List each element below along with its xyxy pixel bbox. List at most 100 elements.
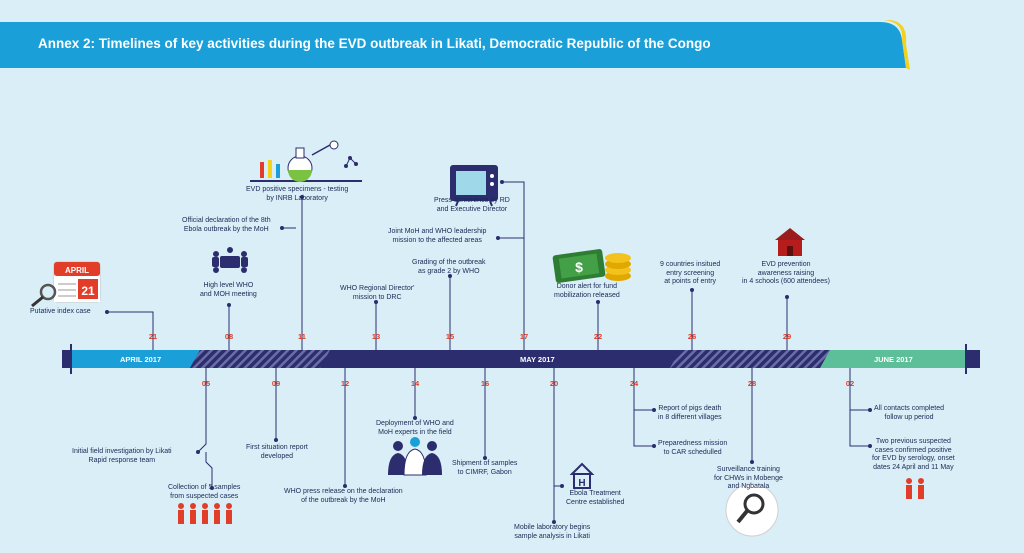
day-label: 05 bbox=[201, 379, 211, 388]
month-april: APRIL 2017 bbox=[120, 355, 162, 364]
dot bbox=[274, 438, 278, 442]
dot bbox=[300, 195, 304, 199]
people-icon bbox=[178, 503, 232, 524]
event-label: High level WHO and MOH meeting bbox=[200, 282, 257, 298]
day-label: 09 bbox=[271, 379, 281, 388]
day-label: 02 bbox=[845, 379, 855, 388]
svg-text:$: $ bbox=[575, 259, 583, 275]
event-label: Ebola Treatment Centre established bbox=[566, 490, 625, 506]
dot bbox=[343, 484, 347, 488]
header-shape bbox=[0, 20, 910, 70]
day-label: 29 bbox=[782, 332, 792, 341]
connector-17b bbox=[502, 181, 525, 350]
money-icon: $ bbox=[552, 249, 631, 283]
calendar-day: 21 bbox=[81, 284, 95, 298]
connector-02a bbox=[849, 368, 870, 411]
event-label: Joint MoH and WHO leadership mission to … bbox=[388, 228, 487, 244]
timeline-right-cap bbox=[966, 350, 980, 368]
day-label: 20 bbox=[549, 379, 559, 388]
dot bbox=[500, 180, 504, 184]
dot bbox=[750, 460, 754, 464]
people-icon-2 bbox=[906, 478, 924, 499]
day-label: 08 bbox=[224, 332, 234, 341]
day-label: 17 bbox=[519, 332, 529, 341]
hatched-segment-1 bbox=[190, 350, 330, 368]
connector-05a bbox=[197, 368, 207, 453]
april-segment bbox=[70, 350, 200, 368]
day-label: 28 bbox=[747, 379, 757, 388]
dot bbox=[652, 408, 656, 412]
dot bbox=[210, 486, 214, 490]
school-icon bbox=[775, 228, 805, 256]
event-label: WHO press release on the declaration of … bbox=[284, 488, 403, 504]
event-label: Preparedness mission to CAR schedulled bbox=[658, 440, 728, 456]
event-label: Official declaration of the 8th Ebola ou… bbox=[182, 217, 271, 233]
day-label: 21 bbox=[148, 332, 158, 341]
day-label: 15 bbox=[445, 332, 455, 341]
dot bbox=[690, 288, 694, 292]
event-label: First situation report developed bbox=[246, 444, 308, 460]
event-label: WHO Regional Director' mission to DRC bbox=[340, 285, 415, 301]
dot bbox=[374, 300, 378, 304]
calendar-month: APRIL bbox=[65, 266, 89, 275]
calendar-icon bbox=[31, 261, 101, 308]
day-label: 26 bbox=[687, 332, 697, 341]
event-label: Two previous suspected cases confirmed p… bbox=[872, 438, 955, 471]
dot bbox=[227, 303, 231, 307]
laboratory-icon bbox=[250, 140, 362, 182]
event-label: Surveillance training for CHWs in Mobeng… bbox=[714, 466, 783, 490]
hospital-icon: H bbox=[569, 462, 595, 489]
event-label: EVD prevention awareness raising in 4 sc… bbox=[742, 261, 830, 285]
magnifier-icon bbox=[725, 483, 779, 537]
dot bbox=[596, 300, 600, 304]
dot bbox=[785, 295, 789, 299]
event-label: EVD positive specimens - testing by INRB… bbox=[246, 186, 349, 202]
day-label: 16 bbox=[480, 379, 490, 388]
event-label: Putative index case bbox=[30, 308, 91, 315]
connector-24a bbox=[633, 368, 654, 411]
connector-lines bbox=[107, 181, 870, 522]
event-label: Grading of the outbreak as grade 2 by WH… bbox=[412, 259, 486, 275]
event-label: Initial field investigation by Likati Ra… bbox=[72, 448, 172, 464]
month-june: JUNE 2017 bbox=[874, 355, 913, 364]
header-band bbox=[0, 22, 906, 68]
dot bbox=[652, 444, 656, 448]
day-label: 22 bbox=[593, 332, 603, 341]
dot bbox=[868, 444, 872, 448]
dot bbox=[496, 236, 500, 240]
connector-02b bbox=[849, 410, 870, 447]
header-banner: Annex 2: Timelines of key activities dur… bbox=[0, 0, 1024, 90]
svg-text:H: H bbox=[578, 478, 585, 489]
event-label: Deployment of WHO and MoH experts in the… bbox=[376, 420, 454, 436]
dot bbox=[560, 484, 564, 488]
hatched-segment-2 bbox=[670, 350, 830, 368]
day-label: 13 bbox=[371, 332, 381, 341]
timeline-left-cap bbox=[62, 350, 70, 368]
event-label: Mobile laboratory begins sample analysis… bbox=[514, 524, 591, 540]
timeline-bar bbox=[62, 344, 980, 374]
event-label: 9 countries insitued entry screening at … bbox=[660, 261, 721, 285]
tv-icon bbox=[450, 165, 498, 207]
day-label: 24 bbox=[629, 379, 639, 388]
connector-dots bbox=[105, 180, 872, 524]
connector-21 bbox=[107, 311, 154, 350]
event-label: All contacts completed follow up period bbox=[874, 405, 945, 421]
dot bbox=[196, 450, 200, 454]
page-title: Annex 2: Timelines of key activities dur… bbox=[38, 36, 711, 51]
header-accent bbox=[884, 20, 910, 70]
event-label: Shipment of samples to CIMRF, Gabon bbox=[452, 460, 518, 476]
dot bbox=[280, 226, 284, 230]
event-label: Report of pigs death in 8 different vill… bbox=[658, 405, 722, 421]
doctors-icon bbox=[388, 437, 442, 476]
dot bbox=[105, 310, 109, 314]
dot bbox=[552, 520, 556, 524]
june-segment bbox=[820, 350, 966, 368]
meeting-icon bbox=[212, 247, 248, 273]
dot bbox=[868, 408, 872, 412]
dot bbox=[483, 456, 487, 460]
connector-05b bbox=[205, 452, 213, 488]
event-label: Donor alert for fund mobilization releas… bbox=[554, 283, 620, 299]
day-label: 11 bbox=[298, 332, 306, 341]
dot bbox=[448, 274, 452, 278]
